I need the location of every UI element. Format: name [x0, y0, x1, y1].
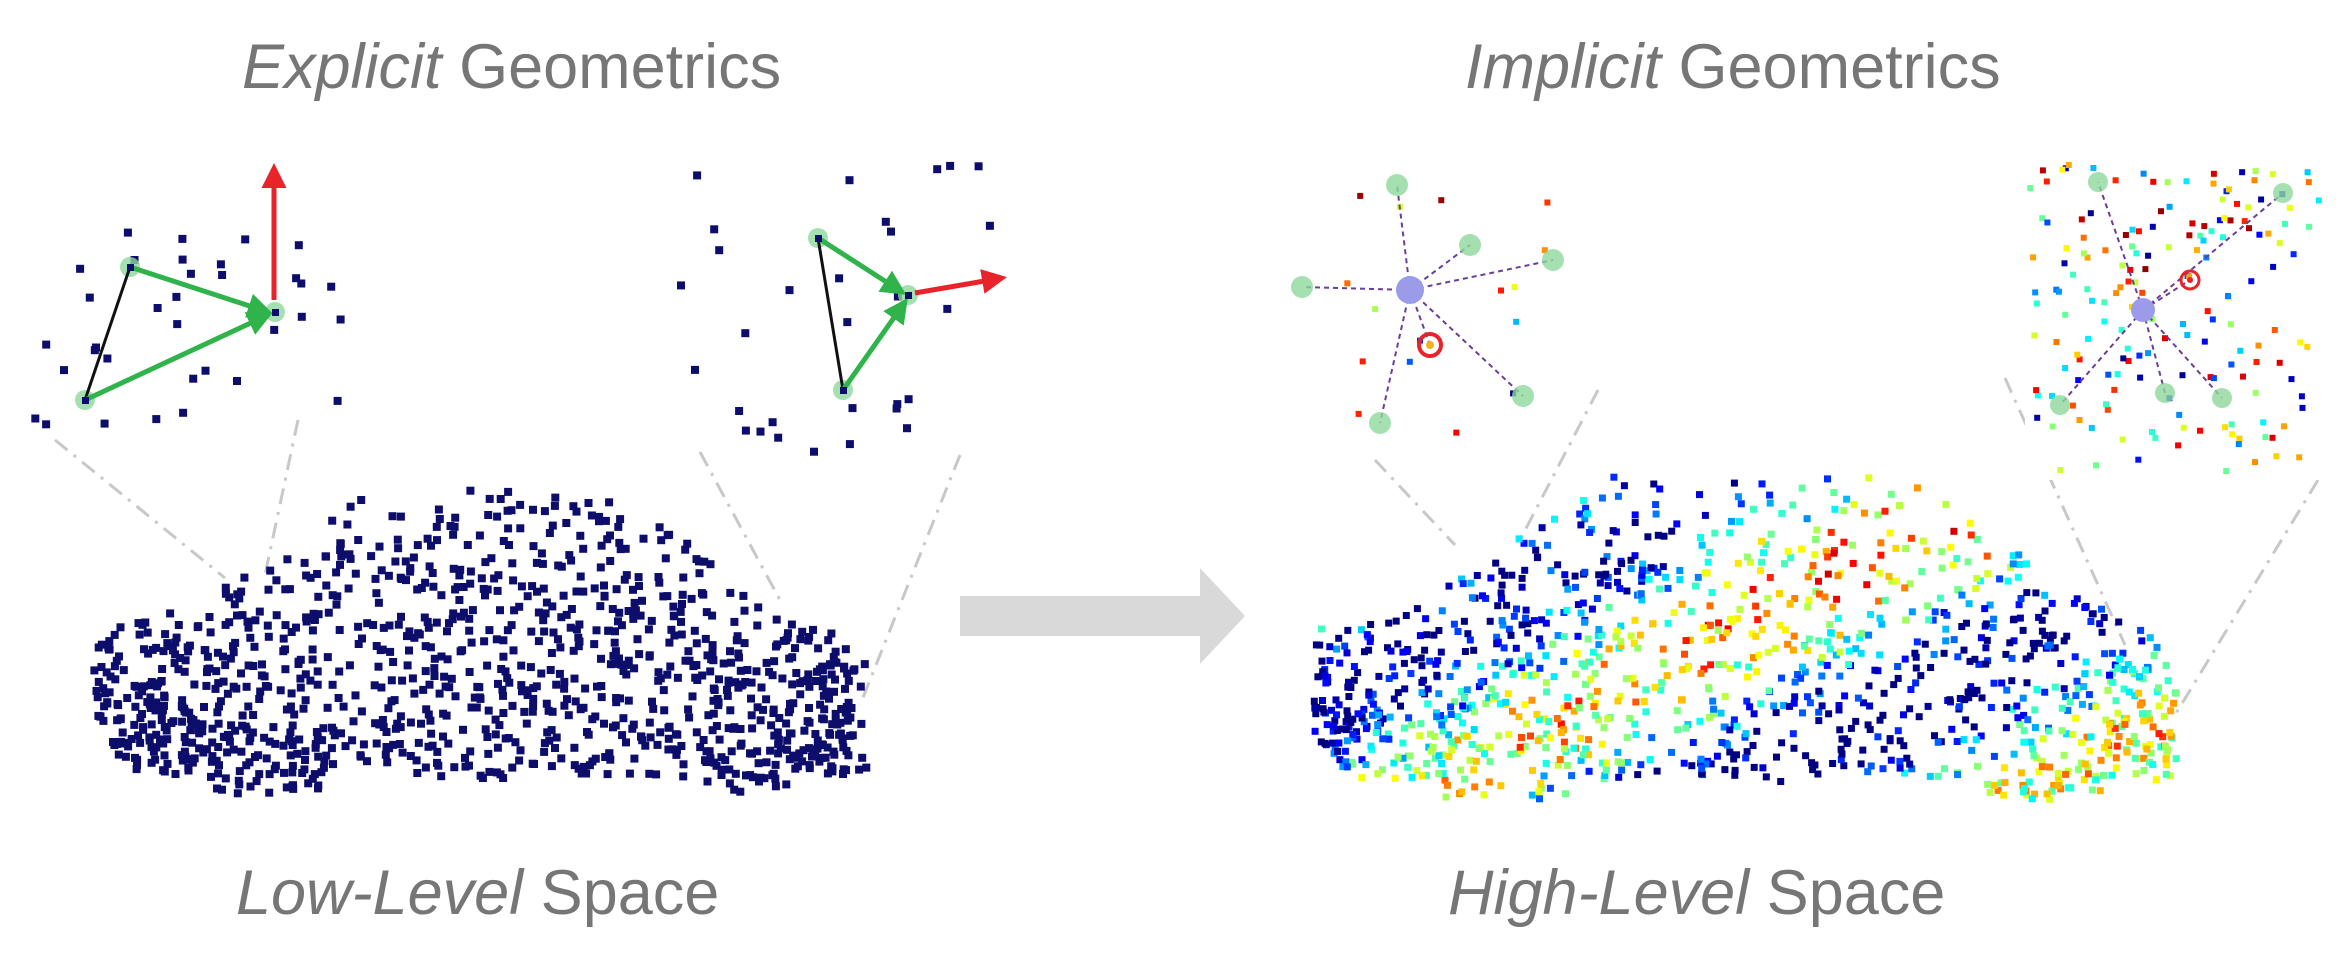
high-level-space-label: High-Level Space: [1448, 862, 1945, 925]
star-neighborhood-inset-right: [2025, 160, 2325, 480]
explicit-geometrics-title: Explicit Geometrics: [242, 36, 781, 99]
title-rest: Geometrics: [1661, 32, 2001, 102]
title-italic-word: Explicit: [242, 32, 442, 102]
label-rest: Space: [1749, 858, 1946, 928]
label-italic-word: High-Level: [1448, 858, 1750, 928]
transition-arrow-icon: [960, 568, 1245, 664]
label-italic-word: Low-Level: [236, 858, 524, 928]
title-rest: Geometrics: [441, 32, 782, 102]
zoom-guide-lines: [54, 377, 2320, 716]
car-point-cloud-low-level: [90, 486, 871, 798]
local-triangle-inset-right: [677, 161, 1007, 456]
label-rest: Space: [523, 858, 720, 928]
low-level-space-label: Low-Level Space: [236, 862, 719, 925]
implicit-geometrics-title: Implicit Geometrics: [1465, 36, 2001, 99]
car-point-cloud-high-level: [1310, 473, 2180, 803]
title-italic-word: Implicit: [1465, 32, 1662, 102]
star-neighborhood-inset-left: [1291, 174, 1564, 436]
local-triangle-inset-left: [31, 163, 345, 429]
